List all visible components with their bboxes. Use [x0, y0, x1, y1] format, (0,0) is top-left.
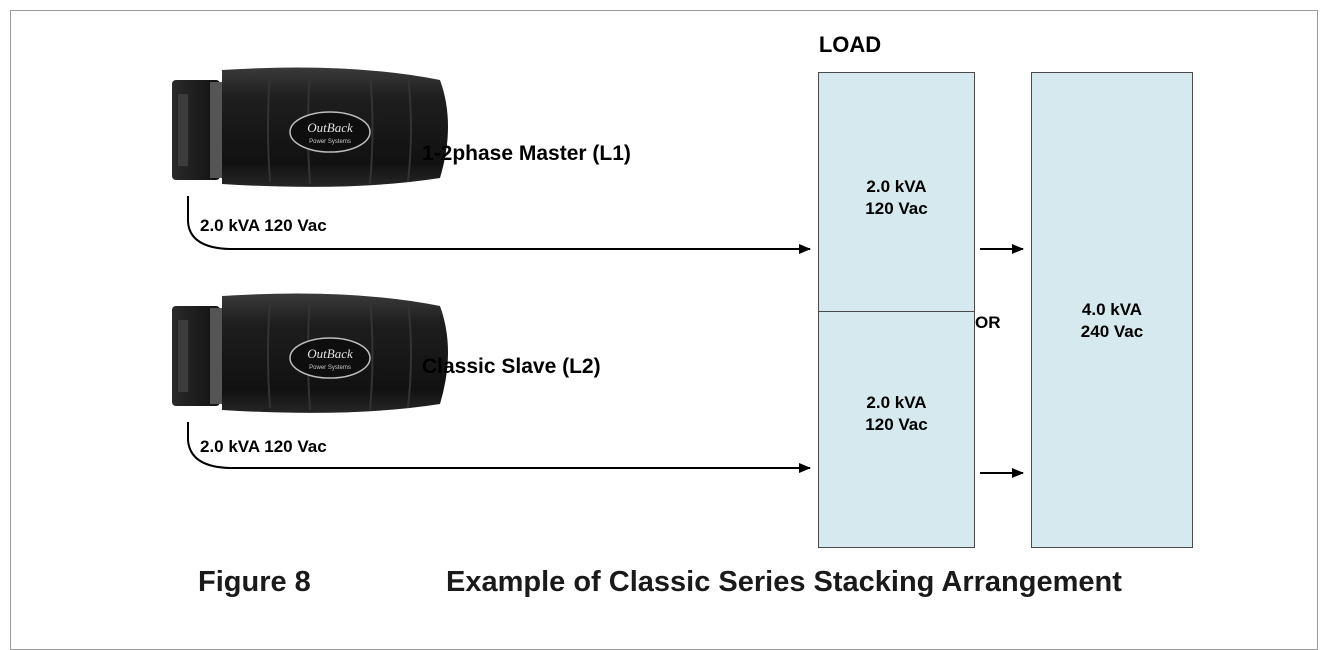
load-box-combined-voltage: 240 Vac: [1080, 322, 1144, 341]
load-title: LOAD: [818, 32, 882, 57]
figure-title: Example of Classic Series Stacking Arran…: [446, 566, 1122, 598]
load-box-l1-voltage: 120 Vac: [865, 199, 928, 218]
svg-text:OutBack: OutBack: [307, 120, 353, 135]
slave-output-label: 2.0 kVA 120 Vac: [200, 437, 327, 456]
load-box-combined: 4.0 kVA 240 Vac: [1031, 72, 1193, 548]
svg-text:Power Systems: Power Systems: [309, 139, 351, 145]
slave-unit-label: Classic Slave (L2): [422, 355, 601, 378]
master-unit-label: 1-2phase Master (L1): [422, 142, 631, 165]
svg-text:OutBack: OutBack: [307, 346, 353, 361]
load-box-l2-rating: 2.0 kVA: [866, 393, 927, 412]
master-output-label: 2.0 kVA 120 Vac: [200, 216, 327, 235]
load-box-l1-rating: 2.0 kVA: [866, 177, 927, 196]
or-label: OR: [975, 313, 1001, 332]
slave-output-wire: [187, 422, 811, 473]
figure-number: Figure 8: [198, 566, 311, 598]
inverter-slave-image: OutBack Power Systems: [172, 293, 448, 413]
load-box-l1: 2.0 kVA 120 Vac: [818, 72, 975, 312]
inverter-master-image: OutBack Power Systems: [172, 67, 448, 187]
master-output-wire: [187, 196, 811, 254]
load-box-l2: 2.0 kVA 120 Vac: [818, 311, 975, 548]
load-box-combined-rating: 4.0 kVA: [1081, 300, 1143, 319]
svg-text:Power Systems: Power Systems: [309, 365, 351, 371]
load-box-l2-voltage: 120 Vac: [865, 415, 928, 434]
wiring-diagram: [187, 196, 1024, 478]
